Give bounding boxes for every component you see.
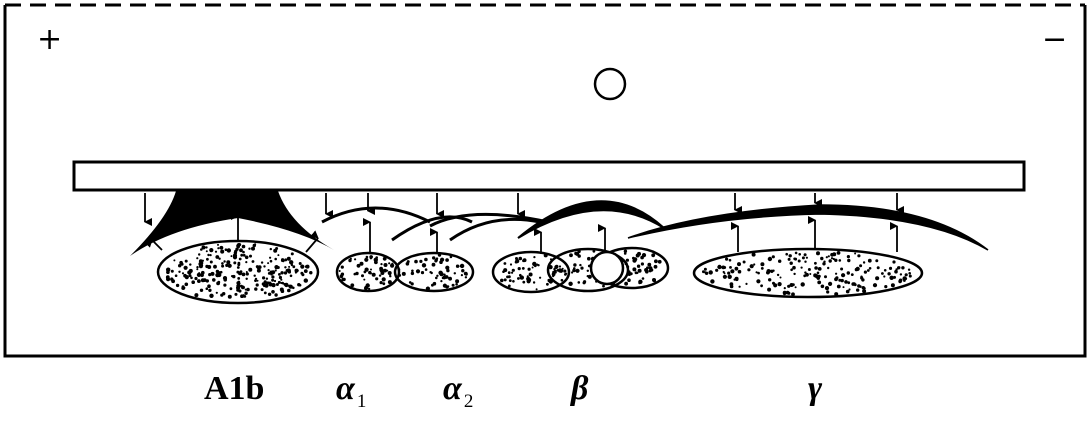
label-alpha2-text: α: [443, 370, 462, 407]
label-gamma: γ: [808, 370, 822, 408]
protein-spots: [156, 239, 924, 305]
label-alpha1-sub: 1: [356, 391, 367, 412]
alpha2-arc-right: [429, 212, 549, 228]
application-well: [593, 67, 627, 101]
beta-spot-core: [589, 250, 625, 286]
diffusion-arrows: [144, 193, 904, 254]
label-beta: β: [571, 370, 588, 408]
beta-spot-1: [491, 250, 571, 294]
alpha2-arc-left: [391, 215, 473, 242]
beta-spot-2: [546, 247, 630, 293]
precipitin-arcs: [130, 191, 989, 256]
label-albumin: A1b: [204, 370, 264, 408]
label-alpha2-sub: 2: [463, 391, 474, 412]
albumin-arc: [130, 191, 334, 256]
label-alpha1-text: α: [336, 370, 355, 407]
cathode-sign: −: [1042, 22, 1068, 57]
alpha1-spot: [335, 251, 401, 293]
gamma-spot: [692, 247, 924, 299]
alpha2-spot: [393, 251, 475, 293]
label-albumin-text: A1b: [204, 370, 265, 407]
label-gamma-text: γ: [808, 370, 823, 407]
frame-border: [3, 5, 1087, 358]
antiserum-trough: [72, 160, 1026, 192]
alpha1-arc: [321, 206, 431, 224]
label-beta-text: β: [571, 370, 589, 407]
anode-sign: +: [37, 22, 63, 57]
beta-arc-small: [449, 217, 541, 242]
gamma-arc: [627, 204, 989, 251]
